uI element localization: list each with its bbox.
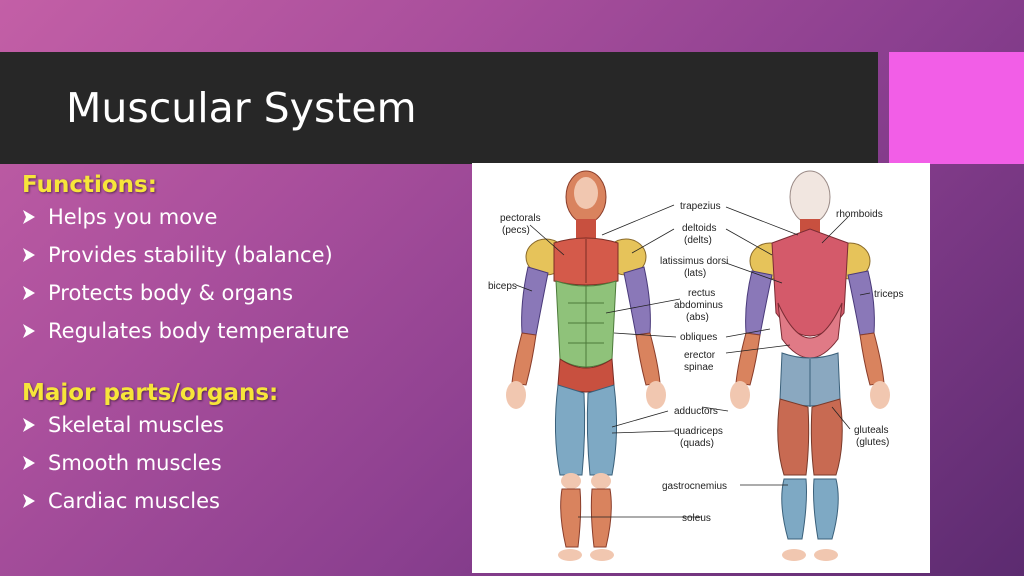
label-pecs: (pecs) bbox=[502, 225, 530, 236]
diagram-labels: pectorals (pecs) biceps trapezius deltoi… bbox=[488, 201, 903, 524]
arrow-bullet-icon bbox=[23, 248, 35, 262]
label-rhomboids: rhomboids bbox=[836, 209, 883, 220]
label-gastrocnemius: gastrocnemius bbox=[662, 481, 727, 492]
arrow-bullet-icon bbox=[23, 494, 35, 508]
label-obliques: obliques bbox=[680, 332, 717, 343]
label-lats: (lats) bbox=[684, 268, 706, 279]
label-triceps: triceps bbox=[874, 289, 903, 300]
front-figure bbox=[506, 170, 666, 561]
label-spinae: spinae bbox=[684, 362, 714, 373]
label-glutes: (glutes) bbox=[856, 437, 889, 448]
back-figure bbox=[730, 170, 890, 561]
label-abs: (abs) bbox=[686, 312, 709, 323]
arrow-bullet-icon bbox=[23, 286, 35, 300]
label-quads: (quads) bbox=[680, 438, 714, 449]
arrow-bullet-icon bbox=[23, 418, 35, 432]
functions-list: Helps you move Provides stability (balan… bbox=[22, 198, 462, 350]
list-item: Protects body & organs bbox=[22, 274, 462, 312]
label-abdominus: abdominus bbox=[674, 300, 723, 311]
label-latissimus: latissimus dorsi bbox=[660, 256, 728, 267]
label-rectus: rectus bbox=[688, 288, 715, 299]
muscle-diagram: pectorals (pecs) biceps trapezius deltoi… bbox=[472, 163, 930, 573]
label-erector: erector bbox=[684, 350, 716, 361]
arrow-bullet-icon bbox=[23, 210, 35, 224]
slide-title: Muscular System bbox=[66, 84, 417, 132]
list-item: Cardiac muscles bbox=[22, 482, 462, 520]
list-item: Helps you move bbox=[22, 198, 462, 236]
list-item: Smooth muscles bbox=[22, 444, 462, 482]
label-adductors: adductors bbox=[674, 406, 718, 417]
parts-heading: Major parts/organs: bbox=[22, 380, 279, 406]
label-soleus: soleus bbox=[682, 513, 711, 524]
label-delts: (delts) bbox=[684, 235, 712, 246]
title-bar bbox=[0, 52, 878, 164]
leader-lines bbox=[515, 204, 871, 518]
parts-list: Skeletal muscles Smooth muscles Cardiac … bbox=[22, 406, 462, 520]
list-item: Provides stability (balance) bbox=[22, 236, 462, 274]
label-pectorals: pectorals bbox=[500, 213, 541, 224]
label-trapezius: trapezius bbox=[680, 201, 721, 212]
list-item: Skeletal muscles bbox=[22, 406, 462, 444]
slide-content: Functions: Helps you move Provides stabi… bbox=[22, 172, 462, 520]
label-quadriceps: quadriceps bbox=[674, 426, 723, 437]
accent-block bbox=[889, 52, 1024, 164]
label-biceps: biceps bbox=[488, 281, 517, 292]
arrow-bullet-icon bbox=[23, 324, 35, 338]
arrow-bullet-icon bbox=[23, 456, 35, 470]
label-deltoids: deltoids bbox=[682, 223, 716, 234]
label-gluteals: gluteals bbox=[854, 425, 888, 436]
list-item: Regulates body temperature bbox=[22, 312, 462, 350]
functions-heading: Functions: bbox=[22, 172, 157, 198]
muscle-diagram-svg: pectorals (pecs) biceps trapezius deltoi… bbox=[488, 170, 903, 561]
